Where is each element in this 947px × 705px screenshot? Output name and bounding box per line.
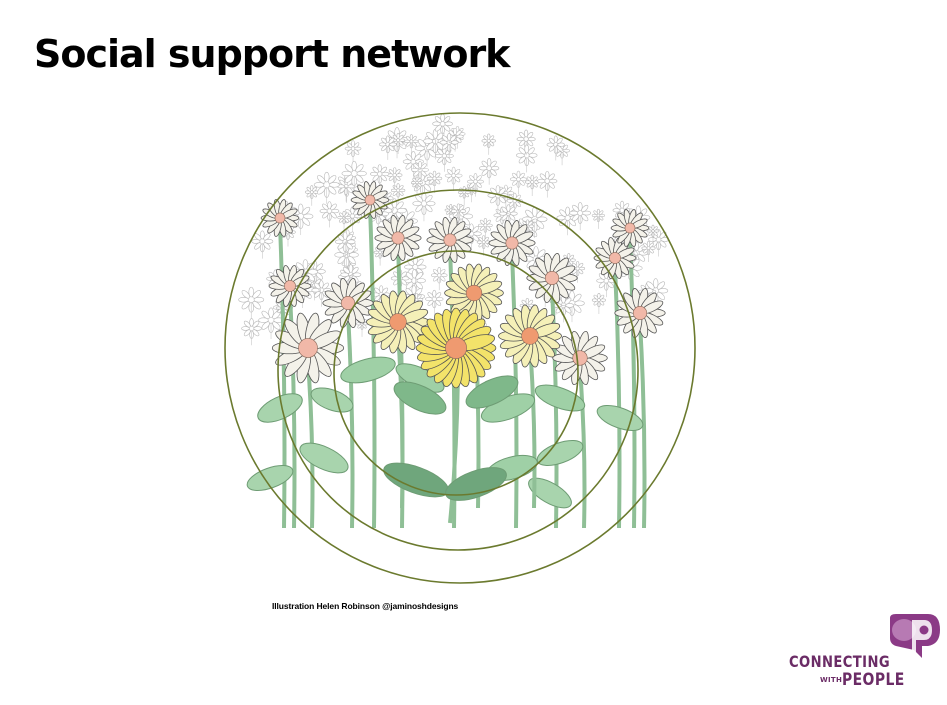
background-daisy [304,185,319,206]
background-daisy [258,307,284,340]
illustration-credit: Illustration Helen Robinson @jaminoshdes… [272,601,459,611]
background-daisy [439,132,459,159]
inner-leaf [534,384,586,412]
background-daisy [478,218,493,240]
outer-leaf [246,465,294,491]
center-sunflower [415,307,497,389]
background-daisy [370,164,390,191]
background-daisy [641,241,656,262]
logo-people-text: PEOPLE [842,670,905,690]
background-daisy [319,201,340,228]
background-daisy [426,170,443,193]
outer-flower-stem [613,265,622,529]
outer-daisy [488,220,536,266]
background-daisy [479,158,500,185]
outer-daisy [610,209,650,247]
middle-ring [277,189,639,551]
inner-yellow-flower [444,263,504,323]
outer-leaf [310,387,354,413]
outer-daisy [271,312,345,384]
background-daisy [344,140,362,164]
outer-leaf [596,405,644,431]
background-daisy [537,170,558,198]
inner-ring [333,250,579,496]
background-daisy [467,173,484,197]
background-daisy [481,133,496,155]
background-daisy [646,224,660,245]
speech-bubble-logo-icon [890,614,940,658]
outer-ring [224,112,696,584]
background-daisy [569,202,592,231]
outer-daisy [426,217,474,263]
outer-daisy [268,265,312,307]
outer-leaf [536,440,584,466]
outer-flower-stem [346,312,355,529]
outer-daisy [260,199,300,237]
inner-yellow-flower [366,290,430,354]
outer-daisy [350,181,390,219]
background-daisy [386,167,403,190]
background-daisy [313,171,340,204]
background-daisy [434,146,454,172]
background-daisy [390,183,406,205]
background-daisy [432,113,453,141]
outer-leaf [528,477,572,509]
center-leaf [465,375,519,409]
background-daisy [341,160,367,193]
background-daisy [524,174,540,196]
background-daisy [410,176,424,196]
outer-flower-stem [638,322,647,529]
outer-daisy [593,237,637,279]
outer-flower-stem [510,251,519,529]
background-daisy [591,293,606,314]
outer-leaf [299,442,349,474]
slide-title: Social support network [34,32,510,76]
background-daisy [404,134,419,156]
background-daisy [591,208,605,229]
flower-circles-illustration [220,108,700,588]
background-daisy [337,210,351,232]
background-daisy [241,318,262,346]
background-daisy [334,231,356,259]
outer-daisy [614,287,666,339]
background-daisy [425,289,444,315]
background-daisy [412,192,436,222]
logo-connecting-text: CONNECTING [789,652,891,671]
background-daisy [444,166,463,192]
inner-leaf [340,356,396,384]
background-daisy [509,170,527,195]
background-daisy [238,286,265,319]
background-daisy [411,161,429,186]
background-daisy [378,135,397,160]
background-daisy [430,266,448,291]
background-daisy [450,203,467,226]
background-daisy [251,230,274,259]
background-daisy [546,135,565,161]
outer-flower-stem [278,225,287,529]
center-leaf [383,462,449,498]
center-leaf [393,381,447,415]
outer-daisy [552,330,608,386]
outer-flower-stem [578,368,587,529]
illustration-svg [224,112,696,584]
connecting-with-people-logo: CONNECTING WITH PEOPLE [780,612,945,697]
background-daisy [515,144,538,173]
logo-with-text: WITH [820,676,843,684]
inner-yellow-flower [498,304,562,368]
outer-flower-stem [628,235,637,529]
inner-flower-stem [528,345,537,509]
background-daisy [487,185,509,213]
outer-daisy [374,215,422,261]
